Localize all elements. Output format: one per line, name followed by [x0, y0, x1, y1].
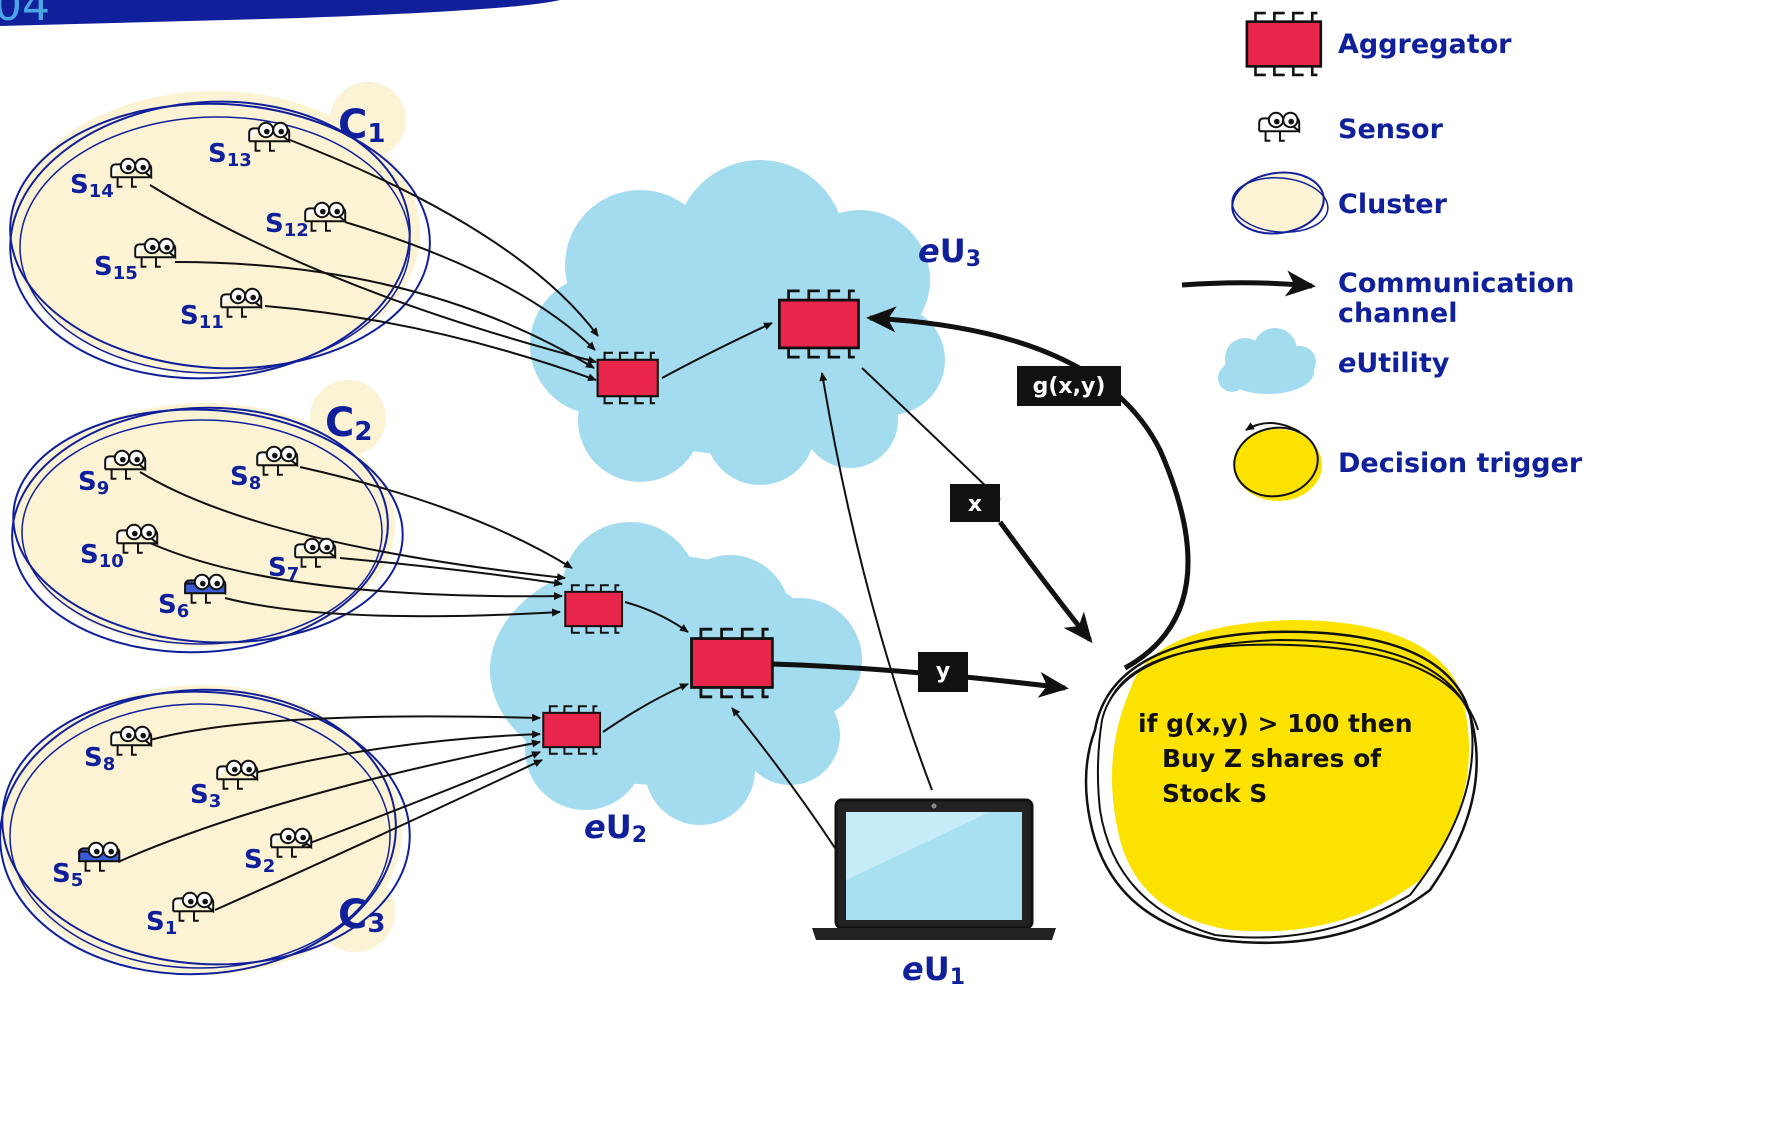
legend-aggregator: Aggregator	[1338, 29, 1512, 60]
sensor-s5: S5	[52, 841, 121, 891]
legend-cluster: Cluster	[1338, 189, 1448, 220]
svg-text:S6: S6	[158, 590, 189, 622]
aggregator-eu3-entry	[596, 351, 659, 405]
corner-label: 04	[0, 0, 50, 31]
sensor-links	[117, 139, 1001, 911]
cluster-ellipse-icon	[1231, 171, 1329, 235]
sensor-s14: S14	[70, 157, 153, 202]
svg-text:S14: S14	[70, 170, 114, 202]
svg-text:S7: S7	[268, 553, 299, 585]
sensor-s2: S2	[244, 827, 313, 877]
sensor-s7: S7	[268, 537, 337, 585]
sensor-s13: S13	[208, 121, 291, 171]
svg-text:x: x	[968, 492, 982, 517]
sensors: S13 S14 S12 S15 S11 S9 S8 S10	[52, 121, 347, 939]
sensor-s3: S3	[190, 759, 259, 812]
sensor-s8-c3: S8	[84, 725, 153, 775]
eutility-label-eu1: eU1	[902, 950, 965, 990]
aggregator-eu2	[690, 627, 774, 699]
cluster-label-c2: C2	[325, 400, 372, 447]
eutility-label-eu2: eU2	[584, 808, 647, 848]
sensor-s6: S6	[158, 573, 227, 622]
svg-text:g(x,y): g(x,y)	[1033, 374, 1106, 399]
legend-channel: Communication channel	[1338, 268, 1584, 329]
svg-text:S12: S12	[265, 209, 309, 241]
sensor-s11: S11	[180, 287, 263, 333]
channel-label-g: g(x,y)	[1017, 366, 1121, 406]
legend-eutility: eUtility	[1338, 348, 1450, 379]
eutility-label-eu3: eU3	[918, 232, 981, 272]
svg-text:S11: S11	[180, 301, 224, 333]
legend-sensor: Sensor	[1338, 114, 1444, 145]
corner-banner: 04	[0, 0, 560, 31]
svg-text:S5: S5	[52, 859, 83, 891]
sensor-s12: S12	[265, 201, 347, 241]
laptop-icon	[812, 798, 1056, 940]
cluster-c3: C3	[0, 685, 411, 976]
sensor-s10: S10	[80, 523, 159, 572]
svg-text:S10: S10	[80, 540, 124, 572]
aggregator-c3	[542, 705, 602, 755]
decision-trigger: if g(x,y) > 100 then Buy Z shares of Sto…	[1084, 620, 1479, 945]
decision-trigger-icon	[1233, 422, 1322, 501]
arrow-icon	[1181, 270, 1316, 297]
svg-text:S13: S13	[208, 139, 252, 171]
sensor-s15: S15	[94, 237, 177, 284]
svg-text:y: y	[936, 659, 950, 684]
cluster-c2: C2	[11, 380, 404, 654]
aggregator-chip-icon	[1245, 11, 1323, 77]
sensor-s9: S9	[78, 449, 147, 499]
svg-text:S8: S8	[230, 462, 261, 494]
decision-links	[771, 306, 1191, 698]
channel-label-y: y	[918, 652, 968, 692]
cloud-eu2	[490, 522, 862, 825]
sensor-s1: S1	[146, 891, 215, 939]
sensor-s8-c2: S8	[230, 445, 299, 494]
legend: Aggregator Sensor Cluster Communication …	[1181, 11, 1584, 501]
cloud-icon	[1218, 328, 1316, 394]
svg-text:S3: S3	[190, 780, 221, 812]
aggregator-c2	[564, 584, 624, 634]
svg-text:S1: S1	[146, 907, 177, 939]
svg-text:S9: S9	[78, 467, 109, 499]
aggregator-eu3	[777, 289, 860, 359]
channel-label-x: x	[950, 484, 1000, 522]
sensor-icon	[1258, 111, 1301, 142]
cluster-label-c1: C1	[338, 102, 385, 149]
legend-trigger: Decision trigger	[1338, 448, 1583, 479]
svg-text:S8: S8	[84, 743, 115, 775]
svg-text:S2: S2	[244, 845, 275, 877]
cluster-c1: C1	[9, 82, 431, 380]
trigger-condition-text: if g(x,y) > 100 then Buy Z shares of Sto…	[1138, 709, 1421, 808]
cloud-eu3	[530, 160, 945, 485]
svg-text:S15: S15	[94, 252, 138, 284]
cluster-label-c3: C3	[338, 892, 385, 939]
